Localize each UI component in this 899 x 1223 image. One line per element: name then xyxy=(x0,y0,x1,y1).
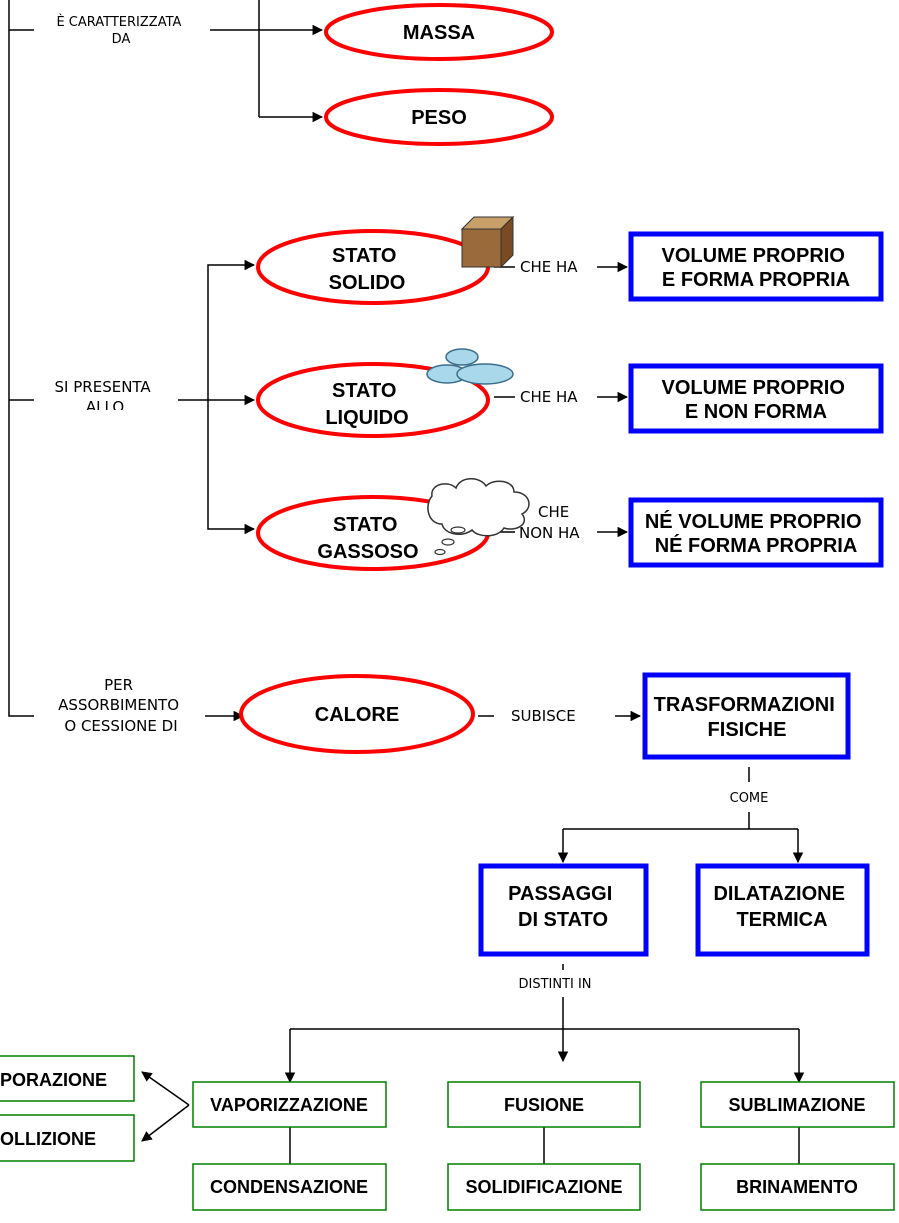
volume-non-forma-box: VOLUME PROPRIO E NON FORMA xyxy=(628,363,884,434)
massa-label: MASSA xyxy=(403,22,475,44)
dilatazione-termica-box: DILATAZIONE TERMICA xyxy=(695,863,870,957)
allo-clip-mask xyxy=(30,410,180,422)
stato-gassoso-label: STATO GASSOSO xyxy=(317,514,418,563)
passaggi-di-stato-box: PASSAGGI DI STATO xyxy=(478,863,649,957)
connectors xyxy=(8,0,805,1164)
caratterizzata-label: È CARATTERIZZATA DA xyxy=(56,14,185,47)
stato-solido-oval: STATO SOLIDO xyxy=(256,229,490,305)
evaporazione-label: PORAZIONE xyxy=(0,1070,107,1090)
stato-solido-label: STATO SOLIDO xyxy=(329,245,406,294)
arrow-to-ebollizione xyxy=(141,1104,190,1142)
che-ha-label-2: CHE HA xyxy=(520,388,578,406)
evaporazione-box: PORAZIONE xyxy=(0,1055,135,1102)
fusione-box: FUSIONE xyxy=(447,1081,641,1128)
volume-forma-propria-label: VOLUME PROPRIO E FORMA PROPRIA xyxy=(662,245,851,291)
stato-liquido-label: STATO LIQUIDO xyxy=(325,380,408,429)
subisce-label: SUBISCE xyxy=(511,707,576,725)
passaggi-di-stato-label: PASSAGGI DI STATO xyxy=(508,883,618,931)
sublimazione-box: SUBLIMAZIONE xyxy=(700,1081,895,1128)
brinamento-box: BRINAMENTO xyxy=(700,1163,895,1211)
main-spine-line xyxy=(8,0,34,717)
solidificazione-label: SOLIDIFICAZIONE xyxy=(466,1177,623,1197)
arrow-to-evaporazione xyxy=(141,1071,190,1106)
che-non-ha-label: CHE NON HA xyxy=(519,503,580,542)
calore-label: CALORE xyxy=(315,704,399,726)
per-assorbimento-label: PER ASSORBIMENTO O CESSIONE DI xyxy=(58,676,184,735)
sublimazione-label: SUBLIMAZIONE xyxy=(729,1095,866,1115)
condensazione-label: CONDENSAZIONE xyxy=(210,1177,368,1197)
come-label: COME xyxy=(730,791,769,806)
arrow-to-gassoso xyxy=(207,400,256,535)
water-drops-icon xyxy=(426,348,514,385)
arrow-to-solido xyxy=(207,259,256,400)
cloud-icon xyxy=(427,478,530,556)
volume-forma-propria-box: VOLUME PROPRIO E FORMA PROPRIA xyxy=(628,231,884,302)
fusione-label: FUSIONE xyxy=(504,1095,584,1115)
calore-oval: CALORE xyxy=(239,674,475,754)
volume-non-forma-label: VOLUME PROPRIO E NON FORMA xyxy=(662,377,851,423)
vaporizzazione-box: VAPORIZZAZIONE xyxy=(192,1081,387,1128)
ne-volume-ne-forma-label: NÉ VOLUME PROPRIO NÉ FORMA PROPRIA xyxy=(645,510,867,557)
che-ha-label-1: CHE HA xyxy=(520,258,578,276)
ebollizione-box: OLLIZIONE xyxy=(0,1114,135,1162)
distinti-in-label: DISTINTI IN xyxy=(518,977,591,992)
peso-oval: PESO xyxy=(324,88,554,146)
wooden-cube-icon xyxy=(460,215,515,269)
trasformazioni-fisiche-label: TRASFORMAZIONI FISICHE xyxy=(654,694,841,741)
dilatazione-termica-label: DILATAZIONE TERMICA xyxy=(713,883,850,931)
ebollizione-label: OLLIZIONE xyxy=(0,1129,96,1149)
massa-oval: MASSA xyxy=(324,3,554,61)
vaporizzazione-label: VAPORIZZAZIONE xyxy=(210,1095,368,1115)
trasformazioni-fisiche-box: TRASFORMAZIONI FISICHE xyxy=(642,672,851,760)
brinamento-label: BRINAMENTO xyxy=(736,1177,858,1197)
peso-label: PESO xyxy=(411,107,467,129)
stato-liquido-oval: STATO LIQUIDO xyxy=(256,362,490,438)
solidificazione-box: SOLIDIFICAZIONE xyxy=(447,1163,641,1211)
condensazione-box: CONDENSAZIONE xyxy=(192,1163,387,1211)
ne-volume-ne-forma-box: NÉ VOLUME PROPRIO NÉ FORMA PROPRIA xyxy=(628,497,884,568)
